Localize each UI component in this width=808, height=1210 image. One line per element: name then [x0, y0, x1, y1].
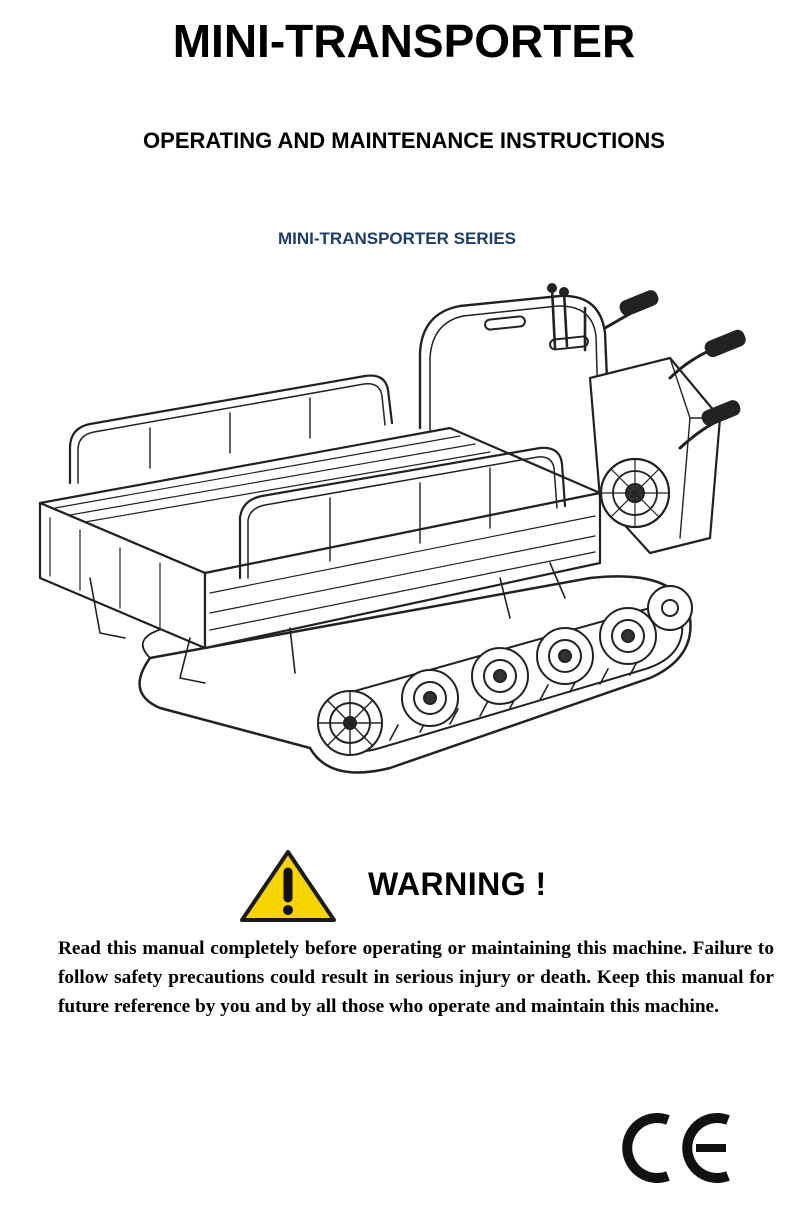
warning-heading: WARNING !: [368, 866, 547, 902]
ce-mark-icon: [622, 1113, 730, 1183]
warning-body-text: Read this manual completely before opera…: [58, 938, 774, 1017]
series-label: MINI-TRANSPORTER SERIES: [277, 229, 517, 248]
warning-triangle-icon: [240, 850, 336, 922]
document-subtitle: OPERATING AND MAINTENANCE INSTRUCTIONS: [143, 128, 665, 153]
transporter-illustration: [38, 283, 746, 774]
warning-row: WARNING !: [238, 848, 658, 924]
document-title: MINI-TRANSPORTER: [172, 15, 636, 67]
